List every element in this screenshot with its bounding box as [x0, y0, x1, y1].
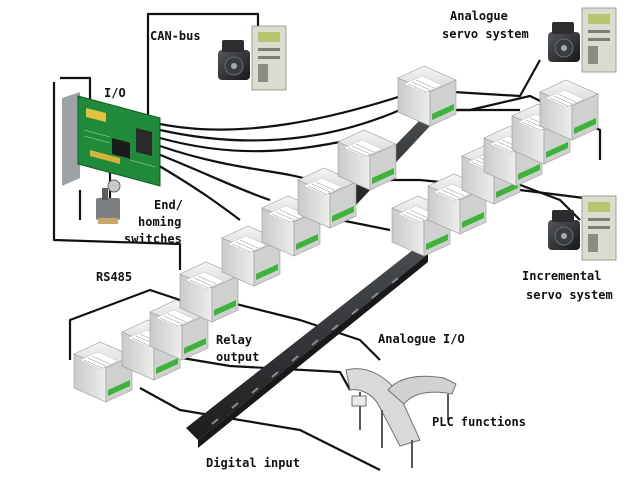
label-io: I/O	[104, 86, 126, 100]
label-rs485: RS485	[96, 270, 133, 284]
conveyor-machine	[345, 368, 457, 468]
label-relay-output-line2: output	[216, 350, 260, 364]
label-analogue-io: Analogue I/O	[378, 332, 465, 346]
label-end-homing-line3: switches	[124, 232, 182, 246]
label-analogue-servo-line1: Analogue	[450, 9, 508, 23]
label-relay-output-line1: Relay	[216, 333, 253, 347]
label-can-bus: CAN-bus	[150, 29, 201, 43]
analogue-servo	[547, 7, 617, 73]
din-rail-lower	[186, 246, 428, 448]
label-incremental-servo-line2: servo system	[526, 288, 613, 302]
limit-switch	[96, 179, 121, 224]
label-analogue-servo-line2: servo system	[442, 27, 529, 41]
can-bus-servo	[217, 25, 287, 91]
label-end-homing-line1: End/	[154, 198, 183, 212]
label-end-homing-line2: homing	[138, 215, 182, 229]
io-card	[62, 92, 161, 187]
incremental-servo	[547, 195, 617, 261]
label-incremental-servo-line1: Incremental	[522, 269, 602, 283]
label-plc-functions: PLC functions	[432, 415, 526, 429]
label-digital-input: Digital input	[206, 456, 300, 470]
